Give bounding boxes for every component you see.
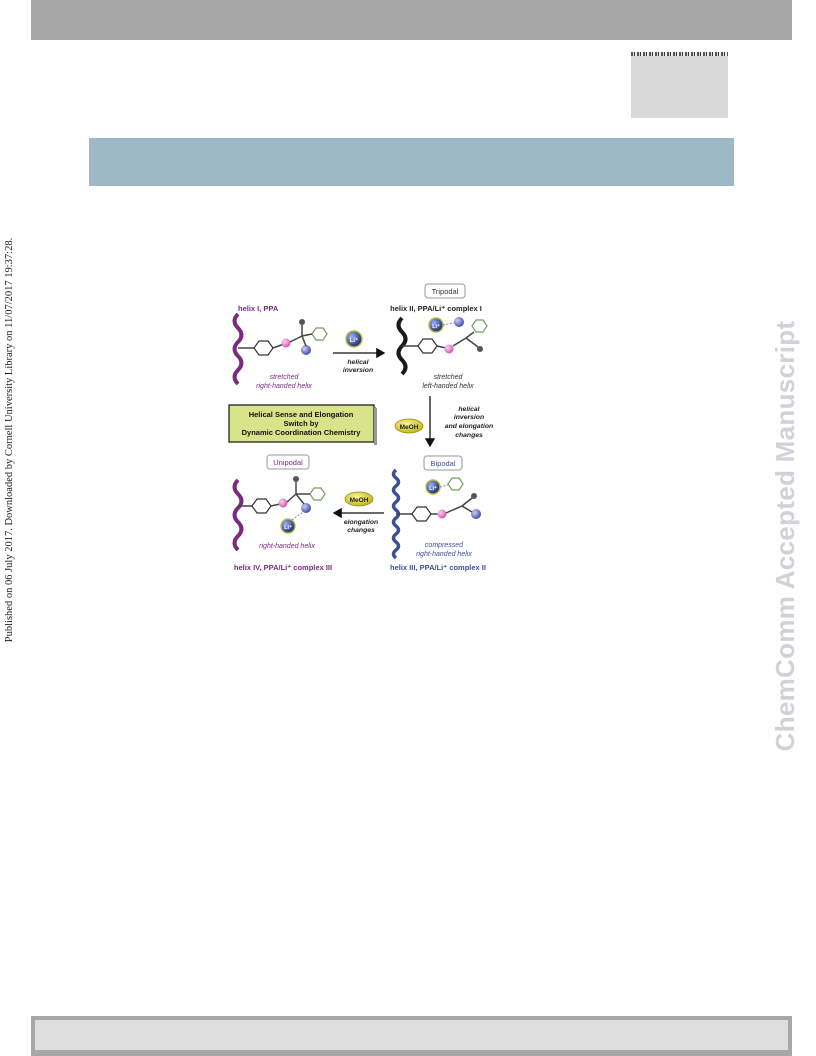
arrow1-label-2: inversion [343, 367, 373, 374]
helix-four: Li⁺ [232, 476, 326, 552]
helix-three-desc-1: compressed [425, 542, 464, 549]
bipodal-tag [423, 455, 463, 471]
box-line-3: Dynamic Coordination Chemistry [242, 428, 362, 437]
arrow1-label-1: helical [347, 359, 368, 366]
header-bar [31, 0, 792, 40]
tripodal-tag [424, 283, 466, 299]
graphical-abstract: helix I, PPA stretched right-handed heli… [226, 280, 504, 576]
bipodal-label: Bipodal [430, 459, 455, 468]
helix-two-title: helix II, PPA/Li⁺ complex I [390, 304, 482, 313]
unipodal-tag [266, 454, 310, 470]
helix-one-desc-1: stretched [270, 374, 300, 381]
box-line-2: Switch by [283, 419, 319, 428]
meoh-icon-2 [344, 491, 374, 507]
arrow2-label-2: inversion [454, 414, 484, 421]
barcode-strip [631, 52, 728, 56]
journal-banner [89, 138, 734, 186]
qr-code-placeholder [631, 52, 728, 118]
meoh-icon [394, 418, 424, 434]
arrow3-label-2: changes [347, 527, 375, 534]
helix-one [232, 312, 328, 386]
box-line-1: Helical Sense and Elongation [249, 410, 354, 419]
helix-four-title: helix IV, PPA/Li⁺ complex III [234, 563, 332, 572]
title-box-shadow [374, 408, 377, 445]
unipodal-label: Unipodal [273, 458, 303, 467]
tripodal-label: Tripodal [432, 287, 459, 296]
arrow2-label-4: changes [455, 432, 483, 439]
graphical-abstract-svg: helix I, PPA stretched right-handed heli… [228, 283, 493, 572]
helix-two-desc-1: stretched [434, 374, 464, 381]
helix-three-title: helix III, PPA/Li⁺ complex II [390, 563, 486, 572]
svg-text:Li⁺: Li⁺ [432, 323, 440, 330]
accepted-manuscript-watermark: ChemComm Accepted Manuscript [770, 320, 800, 752]
helix-three-desc-2: right-handed helix [416, 551, 472, 558]
lithium-label: Li⁺ [350, 337, 359, 344]
publication-note: Published on 06 July 2017. Downloaded by… [4, 237, 15, 643]
helix-four-desc: right-handed helix [259, 543, 315, 550]
svg-text:Li⁺: Li⁺ [284, 524, 292, 531]
meoh-label-2: MeOH [350, 497, 369, 504]
helix-two: Li⁺ [396, 316, 488, 376]
arrow2-label-1: helical [458, 406, 479, 413]
footer-inner [35, 1020, 788, 1050]
helix-one-desc-2: right-handed helix [256, 383, 312, 390]
arrow2-label-3: and elongation [445, 423, 493, 430]
helix-two-desc-2: left-handed helix [422, 383, 474, 390]
lithium-ion-icon [345, 330, 363, 348]
svg-text:Li⁺: Li⁺ [429, 485, 437, 492]
helix-one-title: helix I, PPA [238, 304, 279, 313]
arrow3-label-1: elongation [344, 519, 378, 526]
meoh-label: MeOH [400, 424, 419, 431]
footer-bar [31, 1016, 792, 1056]
title-box [228, 404, 375, 443]
helix-three: Li⁺ [391, 468, 481, 560]
